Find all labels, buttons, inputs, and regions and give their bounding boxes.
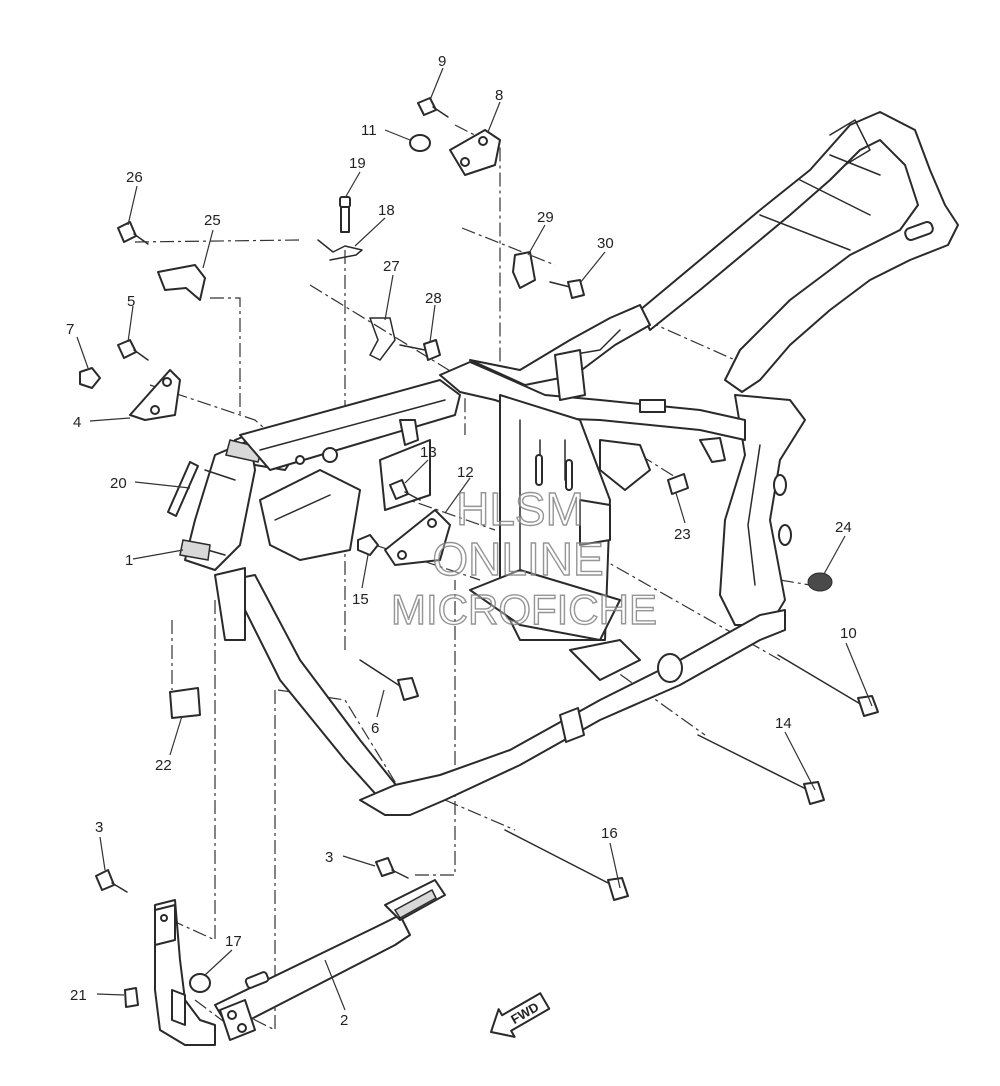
callout-15: 15: [352, 591, 369, 608]
callout-6: 6: [371, 720, 379, 737]
callout-19: 19: [349, 155, 366, 172]
bolt-19: [339, 196, 351, 233]
grommet-24: [807, 572, 833, 592]
bolt-3-left: [95, 869, 128, 893]
bracket-8: [449, 129, 501, 176]
nut-17: [189, 973, 211, 993]
bolt-9: [417, 97, 449, 118]
bolt-26: [117, 221, 149, 245]
bracket-27: [369, 317, 396, 361]
callout-16: 16: [601, 825, 618, 842]
nut-11: [409, 134, 431, 152]
callout-2: 2: [340, 1012, 348, 1029]
downtube-assembly: [154, 879, 446, 1046]
watermark-line-1: HLSM: [456, 483, 584, 535]
bolt-28: [399, 339, 441, 361]
fwd-arrow: FWD: [490, 992, 551, 1038]
callout-17: 17: [225, 933, 242, 950]
callout-20: 20: [110, 475, 127, 492]
callout-30: 30: [597, 235, 614, 252]
callout-3-left: 3: [95, 819, 103, 836]
clip-23: [667, 473, 689, 495]
callout-4: 4: [73, 414, 81, 431]
watermark-line-3: MICROFICHE: [391, 586, 657, 633]
callout-27: 27: [383, 258, 400, 275]
callout-7: 7: [66, 321, 74, 338]
leader-lines: [76, 67, 873, 1011]
stripe-20: [167, 461, 199, 517]
nut-15: [357, 534, 379, 556]
bolt-5: [117, 339, 149, 361]
bolt-16: [504, 829, 629, 901]
callout-24: 24: [835, 519, 852, 536]
callouts: 1 2 3 3 4 5 6 7 8 9 10 11 12 13 14 15 16…: [66, 53, 857, 1029]
callout-25: 25: [204, 212, 221, 229]
callout-13: 13: [420, 444, 437, 461]
callout-28: 28: [425, 290, 442, 307]
fasteners: [79, 97, 879, 1008]
callout-9: 9: [438, 53, 446, 70]
bolt-14: [697, 734, 825, 805]
callout-8: 8: [495, 87, 503, 104]
callout-1: 1: [125, 552, 133, 569]
bolt-3-right: [375, 857, 409, 879]
bolt-13: [389, 479, 421, 501]
callout-18: 18: [378, 202, 395, 219]
callout-26: 26: [126, 169, 143, 186]
callout-29: 29: [537, 209, 554, 226]
callout-21: 21: [70, 987, 87, 1004]
fwd-arrow-icon: [490, 992, 551, 1038]
callout-11: 11: [361, 122, 377, 139]
callout-12: 12: [457, 464, 474, 481]
label-21: [124, 987, 139, 1008]
callout-23: 23: [674, 526, 691, 543]
clamp-29: [512, 251, 536, 289]
clamp-18: [317, 239, 363, 261]
watermark-line-2: ONLINE: [432, 533, 603, 585]
callout-14: 14: [775, 715, 792, 732]
bolt-6: [359, 659, 419, 701]
watermark: HLSM ONLINE MICROFICHE: [390, 482, 657, 633]
callout-3-right: 3: [325, 849, 333, 866]
main-frame: [179, 111, 959, 816]
label-22: [169, 687, 201, 719]
callout-22: 22: [155, 757, 172, 774]
bracket-25: [157, 264, 206, 301]
callout-10: 10: [840, 625, 857, 642]
callout-5: 5: [127, 293, 135, 310]
nut-7: [79, 367, 101, 389]
bolt-30: [549, 279, 585, 299]
bolt-10: [777, 654, 879, 717]
